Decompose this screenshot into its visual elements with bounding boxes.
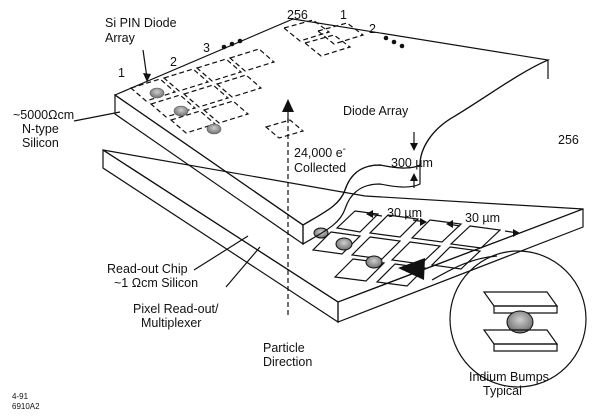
pixel-label-line2: Multiplexer xyxy=(141,316,201,330)
particle-label-line2: Direction xyxy=(263,355,312,369)
pixel-label-line1: Pixel Read-out/ xyxy=(133,302,219,316)
index-256-right: 256 xyxy=(558,133,579,147)
readout-label-line1: Read-out Chip xyxy=(107,262,188,276)
pitch-label-1: 30 µm xyxy=(387,206,422,220)
index-256-top: 256 xyxy=(287,8,308,22)
footer-line1: 4-91 xyxy=(12,392,29,401)
readout-chip xyxy=(102,148,584,324)
pitch-arrows xyxy=(366,210,520,237)
index-1-top: 1 xyxy=(340,8,347,22)
diode-array-slab xyxy=(113,18,551,246)
particle-path xyxy=(282,99,294,318)
diode-pixels xyxy=(129,19,365,139)
index-2-left: 2 xyxy=(170,55,177,69)
thickness-label: 300 µm xyxy=(391,156,433,170)
electron-superscript: - xyxy=(343,144,346,155)
si-pin-label-line2: Array xyxy=(105,31,136,45)
thickness-arrows xyxy=(410,132,418,188)
n-type-label-line2: N-type xyxy=(22,122,59,136)
leader-lines xyxy=(73,49,261,288)
electrons-count: 24,000 e xyxy=(294,146,343,160)
n-type-label-line3: Silicon xyxy=(22,136,59,150)
pitch-label-2: 30 µm xyxy=(465,211,500,225)
index-2-top: 2 xyxy=(369,22,376,36)
electrons-label-line1: 24,000 e- xyxy=(294,144,346,160)
n-type-label-line1: ~5000Ωcm xyxy=(13,108,74,122)
index-1-left: 1 xyxy=(118,66,125,80)
index-3-left: 3 xyxy=(203,41,210,55)
footer-line2: 6910A2 xyxy=(12,402,40,411)
particle-arrowhead xyxy=(282,99,294,112)
readout-label-line2: ~1 Ωcm Silicon xyxy=(114,276,198,290)
indium-label-line1: Indium Bumps xyxy=(469,370,549,384)
electrons-label-line2: Collected xyxy=(294,161,346,175)
labels: Si PIN Diode Array ~5000Ωcm N-type Silic… xyxy=(12,8,579,411)
indium-detail xyxy=(398,250,587,388)
ellipsis-dots xyxy=(221,35,405,50)
diode-array-bumps xyxy=(149,87,222,135)
particle-label-line1: Particle xyxy=(263,341,305,355)
diode-array-label: Diode Array xyxy=(343,104,409,118)
indium-label-line2: Typical xyxy=(483,384,522,398)
si-pin-label-line1: Si PIN Diode xyxy=(105,16,177,30)
